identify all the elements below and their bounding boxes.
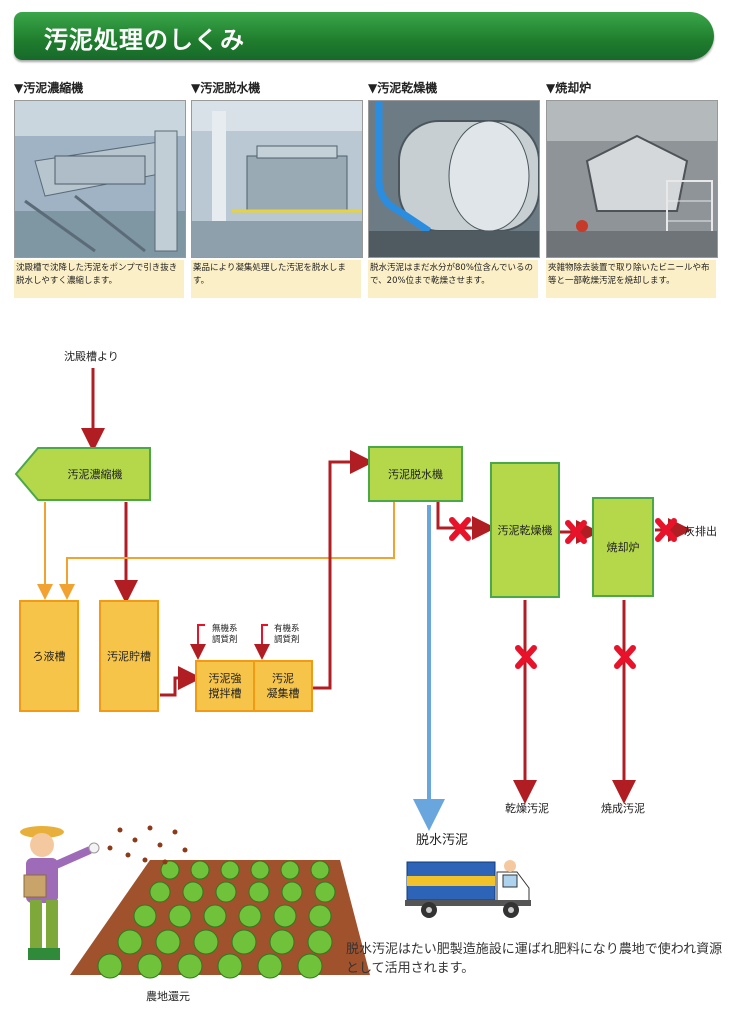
sludge-dryer-photo bbox=[368, 100, 540, 258]
farmland-illustration bbox=[20, 825, 370, 979]
dried-sludge-label: 乾燥汚泥 bbox=[505, 802, 549, 815]
sludge-dewatering-photo bbox=[191, 100, 363, 258]
inorganic-agent-label: 無機系 調質剤 bbox=[212, 624, 238, 645]
panel-heading: ▼汚泥脱水機 bbox=[191, 81, 261, 95]
ash-label: 灰排出 bbox=[684, 525, 717, 538]
farmland-label: 農地還元 bbox=[146, 990, 190, 1003]
panel-dryer: ▼汚泥乾燥機 脱水汚泥はまだ水分が80%位含んでいるので、20%位まで乾燥させま… bbox=[368, 80, 540, 298]
title-banner: 汚泥処理のしくみ bbox=[14, 12, 714, 60]
incinerator-photo bbox=[546, 100, 718, 258]
source-label: 沈殿槽より bbox=[64, 350, 119, 363]
page-title: 汚泥処理のしくみ bbox=[44, 26, 245, 54]
panel-heading: ▼汚泥濃縮機 bbox=[14, 81, 84, 95]
mixing-tank-box: 汚泥強 撹拌槽 bbox=[195, 660, 255, 712]
panel-description: 夾雑物除去装置で取り除いたビニールや布等と一部乾燥汚泥を焼却します。 bbox=[546, 260, 716, 298]
incinerated-sludge-label: 焼成汚泥 bbox=[601, 802, 645, 815]
panel-description: 沈殿槽で沈降した汚泥をポンプで引き抜き脱水しやすく濃縮します。 bbox=[14, 260, 184, 298]
coagulation-tank-box: 汚泥 凝集槽 bbox=[253, 660, 313, 712]
panel-heading: ▼焼却炉 bbox=[546, 81, 592, 95]
dewatered-sludge-label: 脱水汚泥 bbox=[416, 833, 469, 848]
storage-tank-box: 汚泥貯槽 bbox=[99, 600, 159, 712]
panel-description: 脱水汚泥はまだ水分が80%位含んでいるので、20%位まで乾燥させます。 bbox=[368, 260, 538, 298]
panel-heading: ▼汚泥乾燥機 bbox=[368, 81, 438, 95]
organic-agent-label: 有機系 調質剤 bbox=[274, 624, 300, 645]
thickener-box-shape bbox=[14, 447, 151, 501]
dewatering-box: 汚泥脱水機 bbox=[368, 446, 463, 502]
panel-thickener: ▼汚泥濃縮機 沈殿槽で沈降した汚泥をポンプで引き抜き脱水しやすく濃縮します。 bbox=[14, 80, 186, 298]
thickener-box: 汚泥濃縮機 bbox=[67, 468, 123, 481]
farmer-icon bbox=[20, 826, 100, 960]
incinerator-box: 焼却炉 bbox=[592, 497, 654, 597]
sludge-thickener-photo bbox=[14, 100, 186, 258]
filtrate-tank-box: ろ液槽 bbox=[19, 600, 79, 712]
panel-incinerator: ▼焼却炉 夾雑物除去装置で取り除いたビニールや布等と一部乾燥汚泥を焼却します。 bbox=[546, 80, 718, 298]
dryer-box: 汚泥乾燥機 bbox=[490, 462, 560, 598]
truck-icon bbox=[405, 860, 531, 918]
panel-description: 薬品により凝集処理した汚泥を脱水します。 bbox=[191, 260, 361, 298]
bottom-description: 脱水汚泥はたい肥製造施設に運ばれ肥料になり農地で使われ資源として活用されます。 bbox=[346, 942, 723, 976]
panel-dewatering: ▼汚泥脱水機 薬品により凝集処理した汚泥を脱水します。 bbox=[191, 80, 363, 298]
